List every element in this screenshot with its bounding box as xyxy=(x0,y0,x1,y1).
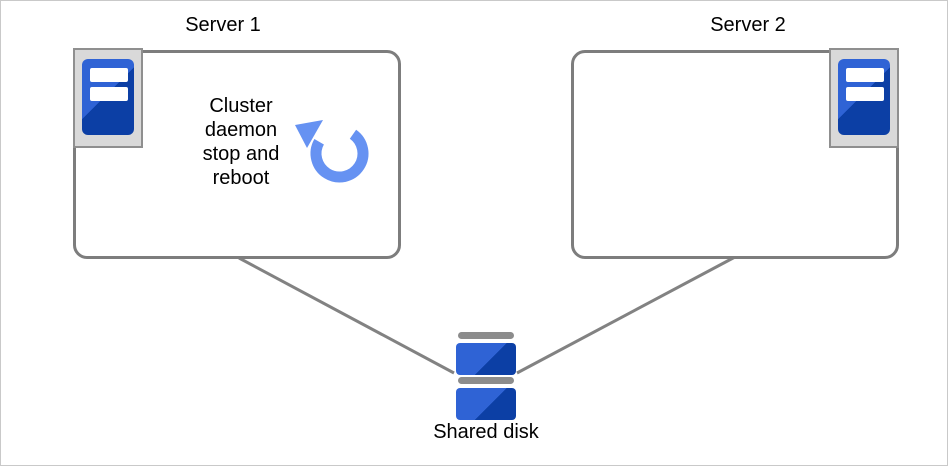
server-slot xyxy=(90,87,128,101)
disk-cap xyxy=(458,377,514,384)
disk-unit xyxy=(456,343,516,375)
disk-cap xyxy=(458,332,514,339)
server1-label: Server 1 xyxy=(185,14,261,36)
server-slot xyxy=(90,68,128,82)
disk-stack-icon xyxy=(456,332,516,420)
server-unit-face xyxy=(838,59,890,135)
server-icon xyxy=(829,48,899,148)
server2-label: Server 2 xyxy=(710,14,786,36)
annotation-line: reboot xyxy=(212,167,270,189)
server-slot xyxy=(846,87,884,101)
server-slot xyxy=(846,68,884,82)
shared-disk-label: Shared disk xyxy=(433,421,539,443)
reboot-circular-arrow-icon xyxy=(295,120,369,183)
annotation-line: daemon xyxy=(204,119,278,141)
disk-unit xyxy=(456,388,516,420)
server2-disk-connector xyxy=(516,255,736,375)
server1-annotation: Cluster daemon stop and reboot xyxy=(141,94,341,190)
annotation-line: stop and xyxy=(202,143,280,165)
server-icon xyxy=(73,48,143,148)
server1-disk-connector xyxy=(238,256,455,375)
server-unit-face xyxy=(82,59,134,135)
annotation-line: Cluster xyxy=(209,95,273,117)
